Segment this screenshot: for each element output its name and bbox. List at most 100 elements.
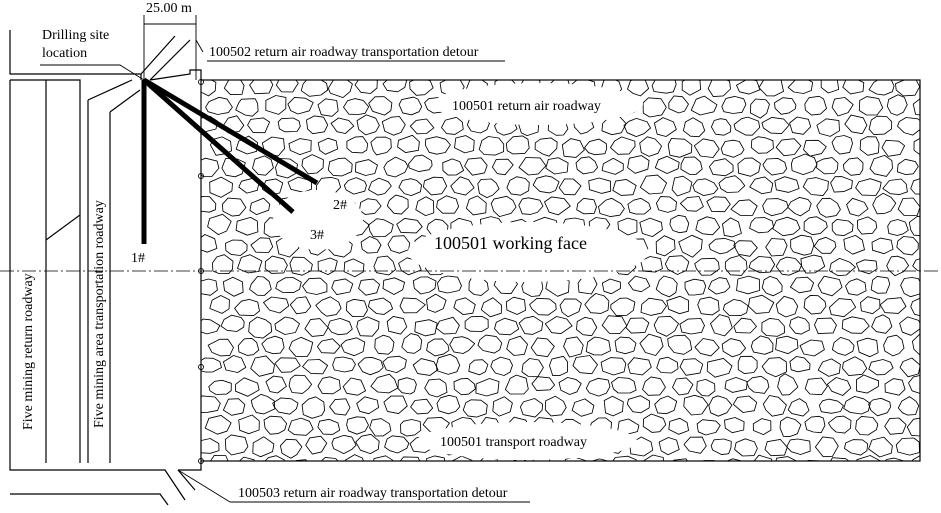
rock-fragment xyxy=(870,275,891,294)
rock-fragment xyxy=(800,254,826,274)
rock-fragment xyxy=(224,434,249,456)
rock-fragment xyxy=(842,80,865,95)
rock-fragment xyxy=(248,316,273,339)
rock-fragment xyxy=(831,336,855,356)
rock-fragment xyxy=(346,416,369,435)
rock-fragment xyxy=(571,398,595,417)
rock-fragment xyxy=(201,196,217,213)
rock-fragment xyxy=(694,338,720,357)
rock-fragment xyxy=(585,377,611,397)
rock-fragment xyxy=(655,275,678,298)
five-mining-transport-roadway-label: Five mining area transportation roadway xyxy=(92,200,107,428)
rock-fragment xyxy=(584,138,608,156)
working-face-label-clearing xyxy=(408,222,648,282)
rock-fragment xyxy=(748,294,775,314)
rock-fragment xyxy=(295,459,308,461)
rock-fragment xyxy=(706,196,731,213)
rock-fragment xyxy=(827,415,852,434)
rock-fragment xyxy=(777,373,799,396)
rock-fragment xyxy=(382,277,406,295)
rock-fragment xyxy=(855,259,878,275)
rock-fragment xyxy=(477,334,503,354)
rock-fragment xyxy=(252,436,275,458)
rock-fragment xyxy=(868,80,895,96)
drilling-site-leader xyxy=(40,64,145,81)
rock-fragment xyxy=(625,317,650,334)
rock-fragment xyxy=(201,395,221,413)
rock-fragment xyxy=(868,359,894,376)
return-air-roadway-label: 100501 return air roadway xyxy=(452,99,601,114)
rock-fragment xyxy=(655,235,676,257)
rock-fragment xyxy=(317,418,341,435)
rock-fragment xyxy=(506,335,528,356)
rock-fragment xyxy=(600,357,627,376)
rock-fragment xyxy=(529,297,557,316)
rock-fragment xyxy=(926,396,941,413)
rock-fragment xyxy=(830,176,853,193)
rock-fragment xyxy=(374,334,395,355)
rock-fragment xyxy=(718,175,746,193)
rock-fragment xyxy=(396,217,423,234)
rock-fragment xyxy=(320,456,339,461)
rock-fragment xyxy=(926,279,941,296)
rock-fragment xyxy=(883,334,905,357)
rock-fragment xyxy=(679,196,704,212)
rock-fragment xyxy=(564,456,586,461)
rock-fragment xyxy=(340,337,366,357)
rock-fragment xyxy=(317,137,339,155)
rock-fragment xyxy=(761,357,787,378)
rock-fragment xyxy=(829,257,856,277)
rock-fragment xyxy=(222,398,246,416)
rock-fragment xyxy=(868,436,893,458)
rock-fragment xyxy=(209,176,233,198)
rock-fragment xyxy=(356,316,380,337)
rock-fragment xyxy=(897,117,920,136)
rock-fragment xyxy=(710,438,732,456)
rock-fragment xyxy=(900,277,920,298)
rock-fragment xyxy=(264,255,288,274)
rock-fragment xyxy=(234,298,260,317)
rock-fragment xyxy=(384,435,410,454)
bottom-roadway-lower-edge xyxy=(10,493,169,506)
rock-fragment xyxy=(806,459,820,461)
rock-fragment xyxy=(480,297,502,318)
rock-fragment xyxy=(814,436,839,458)
rock-fragment xyxy=(693,138,720,158)
rock-fragment xyxy=(886,94,908,116)
rock-fragment xyxy=(842,356,868,377)
rock-fragment xyxy=(209,454,229,461)
rock-fragment xyxy=(804,377,828,396)
rock-fragment xyxy=(816,157,839,175)
drilling-site-label-line2: location xyxy=(42,46,87,61)
rock-fragment xyxy=(790,153,818,176)
rock-fragment xyxy=(722,299,749,317)
rock-fragment xyxy=(475,378,500,397)
rock-fragment xyxy=(708,237,736,255)
rock-fragment xyxy=(519,398,544,418)
rock-fragment xyxy=(331,434,357,455)
rock-fragment xyxy=(730,199,758,216)
rock-fragment xyxy=(775,295,799,318)
rock-fragment xyxy=(910,178,920,195)
rock-fragment xyxy=(668,95,689,114)
rock-fragment xyxy=(603,395,624,417)
rock-fragment xyxy=(680,156,703,175)
transport-roadway-diagonal-b xyxy=(109,89,141,113)
rock-fragment xyxy=(261,335,285,355)
rock-fragment xyxy=(761,317,785,337)
rock-fragment xyxy=(921,236,941,257)
rock-fragment xyxy=(911,455,920,461)
rock-fragment xyxy=(344,454,364,461)
rock-fragment xyxy=(614,336,637,355)
rock-fragment xyxy=(789,356,811,373)
rock-fragment xyxy=(696,378,716,397)
rock-fragment xyxy=(442,158,465,176)
rib-marker xyxy=(198,364,204,370)
rock-fragment xyxy=(247,117,271,134)
rock-fragment xyxy=(426,338,450,357)
rock-fragment xyxy=(672,458,689,461)
rock-fragment xyxy=(910,297,920,317)
rock-fragment xyxy=(609,136,636,155)
rock-fragment xyxy=(370,373,399,394)
rock-fragment xyxy=(304,318,329,337)
